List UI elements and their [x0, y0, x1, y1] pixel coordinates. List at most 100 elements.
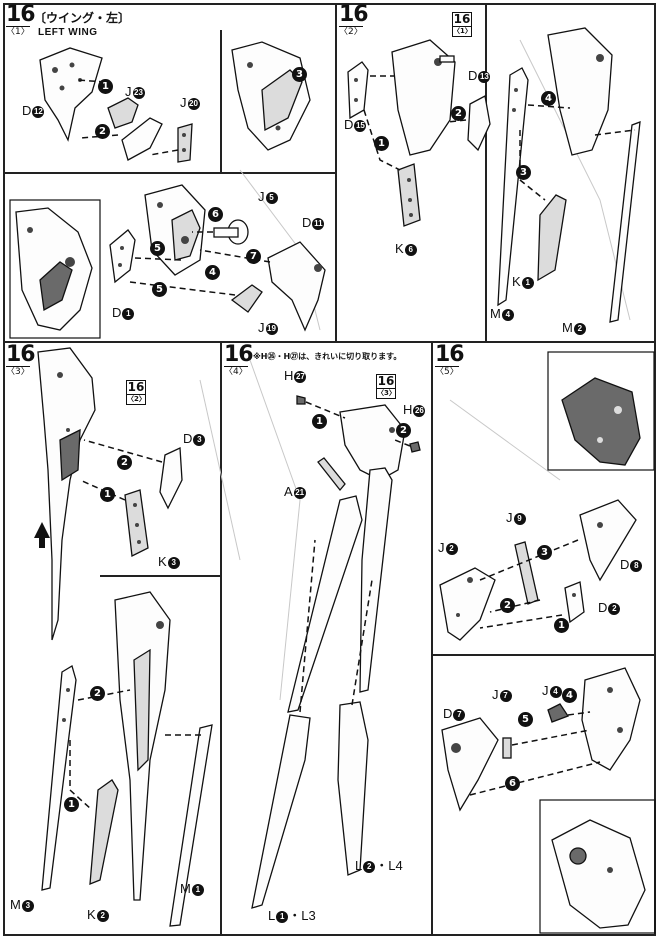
part-s2-body-drawing: [391, 39, 456, 156]
step-sub: 〈4〉: [224, 366, 248, 377]
part-d2-drawing: [564, 581, 585, 624]
callout-2: 2: [451, 106, 466, 121]
callout-2: 2: [500, 598, 515, 613]
guide-line: [305, 401, 346, 419]
callout-4: 4: [205, 265, 220, 280]
part-k6-drawing: [397, 163, 421, 227]
detail-box: [539, 799, 656, 934]
step-number: 16: [224, 342, 254, 367]
guide-line: [489, 599, 541, 613]
guide-line: [594, 129, 636, 136]
reference-box: 16〈2〉: [126, 380, 146, 405]
detail-box: [547, 351, 655, 471]
cutting-note: ※H㉖・H㉗は、きれいに切り取ります。: [253, 352, 402, 361]
up-arrow-icon: [34, 522, 50, 548]
part-link-drawing: [121, 117, 163, 161]
part-j5-drawing: [213, 219, 249, 245]
callout-2: 2: [396, 423, 411, 438]
callout-3: 3: [516, 165, 531, 180]
part-d13-drawing: [467, 95, 491, 152]
divider-s2-vert: [485, 3, 487, 342]
callout-2: 2: [90, 686, 105, 701]
callout-7: 7: [246, 249, 261, 264]
divider-s1-inner: [3, 172, 335, 174]
part-s3-body-drawing: [37, 347, 96, 641]
guide-line: [527, 104, 571, 109]
part-s4-long-right-drawing: [359, 467, 393, 693]
divider-col-bottom-2: [431, 342, 433, 936]
guide-line: [479, 614, 563, 629]
guide-line: [363, 109, 401, 171]
part-a21-drawing: [317, 457, 346, 492]
part-d15-drawing: [347, 61, 369, 120]
step-number: 16: [435, 342, 465, 367]
callout-6: 6: [505, 776, 520, 791]
callout-3: 3: [537, 545, 552, 560]
part-d1-drawing: [109, 229, 136, 284]
part-j9-drawing: [514, 541, 539, 605]
guide-line: [83, 439, 163, 463]
guide-line: [351, 579, 373, 706]
part-d7-drawing: [441, 717, 499, 812]
callout-1: 1: [64, 797, 79, 812]
callout-2: 2: [95, 124, 110, 139]
part-k2-drawing: [89, 779, 119, 885]
detail-box: [9, 199, 101, 339]
part-d8-drawing: [579, 499, 637, 582]
part-k3-drawing: [124, 489, 149, 557]
reference-box: 16〈3〉: [376, 374, 396, 399]
part-l1-l3-drawing: [251, 714, 311, 909]
part-s4-long-left-drawing: [287, 495, 363, 713]
guide-line: [567, 711, 591, 716]
guide-line: [299, 539, 316, 713]
part-d3-drawing: [159, 447, 183, 510]
part-s3-lower-assembly-drawing: [114, 591, 171, 901]
step-sub: 〈2〉: [339, 26, 363, 37]
part-j23-drawing: [107, 97, 139, 129]
callout-1: 1: [374, 136, 389, 151]
detail-assembled-drawing: [15, 207, 93, 331]
part-m4-drawing: [497, 67, 529, 307]
step-number: 16: [6, 2, 36, 27]
part-j20-drawing: [177, 123, 193, 163]
part-m2-drawing: [609, 121, 641, 323]
part-s5-assembly-drawing: [581, 667, 641, 771]
part-s2-assembled-drawing: [547, 27, 613, 156]
part-j19-drawing: [230, 284, 263, 313]
step-number: 16: [6, 342, 36, 367]
callout-5: 5: [150, 241, 165, 256]
guide-line: [447, 119, 467, 123]
part-h27-drawing: [296, 395, 306, 405]
guide-line: [69, 740, 93, 811]
part-j7-drawing: [502, 737, 512, 759]
callout-5: 5: [152, 282, 167, 297]
divider-col-bottom-1: [220, 342, 222, 936]
part-l2-l4-drawing: [337, 701, 369, 876]
guide-line: [479, 539, 579, 581]
detail-s5-bottom-drawing: [551, 819, 646, 929]
callout-4: 4: [562, 688, 577, 703]
step-number: 16: [339, 2, 369, 27]
